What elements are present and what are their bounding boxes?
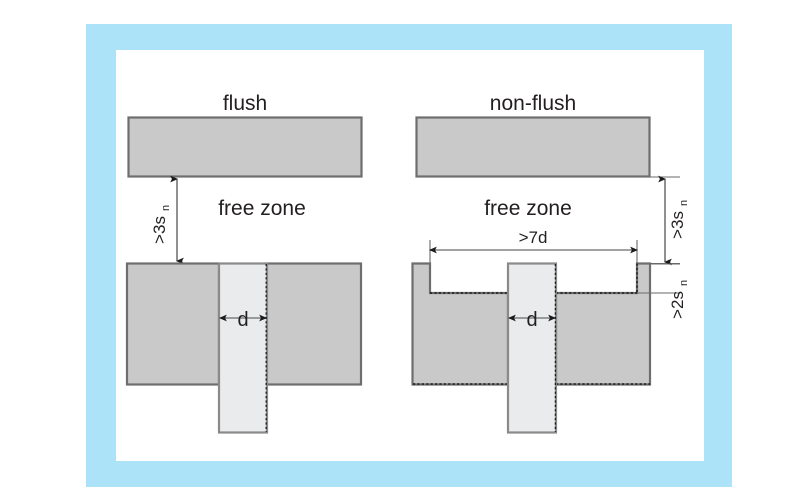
left-gap-dimension-subscript: n: [160, 205, 172, 211]
left-free-zone-label: free zone: [218, 197, 306, 220]
right-depth-dimension-label: >2s: [668, 291, 687, 319]
right-gap-dimension-label: >3s: [668, 211, 687, 239]
right-diameter-label: d: [526, 309, 537, 331]
left-sensor-body: [217, 262, 269, 434]
right-gap-dimension-subscript: n: [678, 200, 690, 206]
right-free-zone-label: free zone: [484, 197, 572, 220]
right-diagram-non-flush: non-flush free zone >7d d: [411, 92, 690, 434]
right-depth-dimension-subscript: n: [678, 280, 690, 286]
right-sensor-body: [506, 262, 558, 434]
left-diagram-flush: flush >3s n free zone d: [125, 92, 363, 434]
left-title: flush: [223, 92, 267, 115]
left-diameter-label: d: [237, 309, 248, 331]
left-target-plate: [127, 116, 363, 178]
right-target-plate: [415, 116, 651, 178]
left-mount-body-left: [125, 262, 221, 386]
left-mount-body-right: [264, 262, 363, 386]
inner-white-panel: [116, 50, 704, 461]
right-title: non-flush: [490, 92, 576, 115]
left-gap-dimension-label: >3s: [150, 216, 169, 244]
right-width-dimension-label: >7d: [519, 228, 548, 247]
